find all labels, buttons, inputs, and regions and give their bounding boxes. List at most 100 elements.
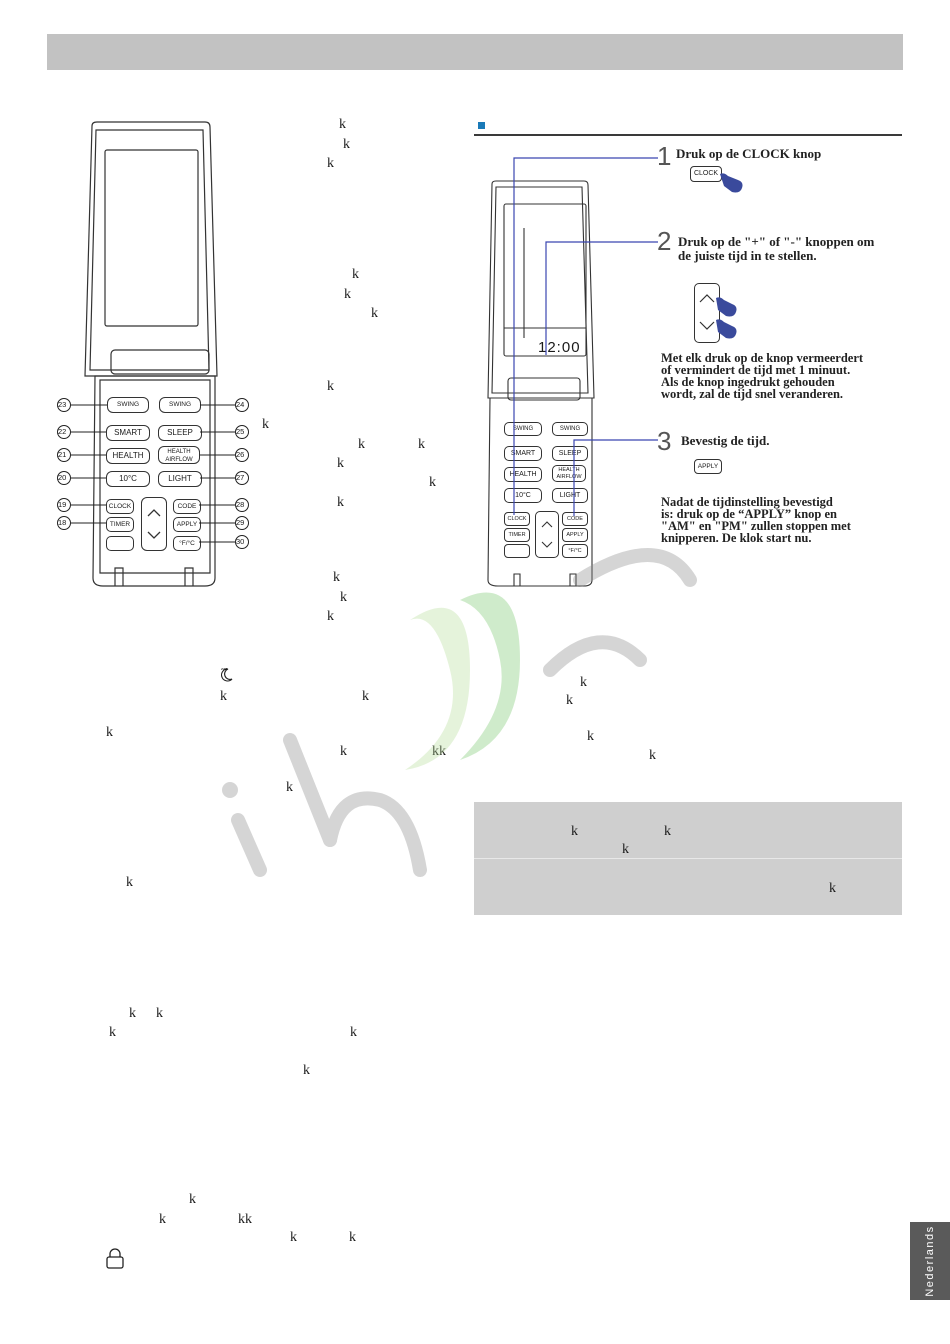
code-button[interactable]: CODE — [173, 499, 201, 514]
smart-button-small[interactable]: SMART — [504, 446, 542, 461]
timer-button-small[interactable]: TIMER — [504, 528, 530, 542]
callout-number: 19 — [58, 500, 67, 509]
lock-key-button-small[interactable] — [504, 544, 530, 558]
svg-text:zzz: zzz — [221, 666, 227, 671]
step-number-2: 2 — [657, 226, 672, 256]
sleep-button-small[interactable]: SLEEP — [552, 446, 588, 461]
callout-number: 26 — [236, 450, 245, 459]
apply-button-small[interactable]: APPLY — [562, 528, 588, 542]
step-2-note-line-3: Als de knop ingedrukt gehouden — [661, 375, 835, 389]
step-1-text: Druk op de CLOCK knop — [676, 146, 822, 161]
plus-minus-keys-illustration — [694, 283, 720, 343]
up-down-arrows-icon — [699, 294, 715, 330]
callout-number: 24 — [236, 400, 245, 409]
glyph: k — [126, 875, 133, 890]
callout-number: 22 — [58, 427, 67, 436]
callout-number: 28 — [236, 500, 245, 509]
glyph: k — [829, 881, 836, 896]
glyph: kk — [238, 1212, 252, 1227]
callout-number: 29 — [236, 518, 245, 527]
section-heading-rule — [474, 134, 902, 136]
remote-control-illustration — [84, 121, 218, 587]
step-2-note-line-2: of vermindert de tijd met 1 minuut. — [661, 363, 851, 377]
step-3-text: Bevestig de tijd. — [681, 433, 770, 448]
callout-number: 23 — [58, 400, 67, 409]
pressing-hand-icon — [720, 173, 743, 193]
glyph: k — [418, 437, 425, 452]
swing-vertical-button[interactable]: SWING — [107, 397, 149, 413]
glyph: k — [649, 748, 656, 763]
header-bar — [47, 34, 903, 70]
display-time: 12:00 — [538, 339, 581, 356]
health-airflow-button[interactable]: HEALTH AIRFLOW — [158, 446, 200, 464]
glyph: k — [262, 417, 269, 432]
glyph: k — [587, 729, 594, 744]
fahrenheit-celsius-button[interactable]: °F/°C — [173, 536, 201, 551]
glyph: k — [358, 437, 365, 452]
step-2-text-line-2: de juiste tijd in te stellen. — [678, 248, 817, 263]
step-3-note-line-3: "AM" en "PM" zullen stoppen met — [661, 519, 851, 533]
glyph: k — [350, 1025, 357, 1040]
watermark-logo — [222, 548, 697, 877]
glyph: k — [362, 689, 369, 704]
glyph: k — [286, 780, 293, 795]
step-number-1: 1 — [657, 141, 672, 171]
pressing-hands-icon — [716, 297, 737, 339]
health-button-small[interactable]: HEALTH — [504, 467, 542, 482]
step-3-note-line-4: knipperen. De klok start nu. — [661, 531, 812, 545]
step-2-note-line-4: wordt, zal de tijd snel veranderen. — [661, 387, 844, 401]
glyph: k — [664, 824, 671, 839]
glyph: k — [349, 1230, 356, 1245]
callout-lines — [513, 157, 658, 516]
swing-horizontal-button-small[interactable]: SWING — [552, 422, 588, 436]
glyph: k — [371, 306, 378, 321]
swing-vertical-button-small[interactable]: SWING — [504, 422, 542, 436]
callout-number: 25 — [236, 427, 245, 436]
glyph: k — [337, 495, 344, 510]
glyph: k — [340, 744, 347, 759]
language-side-tab: Nederlands — [910, 1222, 950, 1300]
fahrenheit-celsius-button-small[interactable]: °F/°C — [562, 544, 588, 558]
info-box-divider — [474, 858, 902, 859]
clock-button-small[interactable]: CLOCK — [504, 512, 530, 526]
glyph: k — [343, 137, 350, 152]
glyph: k — [571, 824, 578, 839]
glyph: k — [352, 267, 359, 282]
callout-number: 27 — [236, 473, 245, 482]
glyph: k — [159, 1212, 166, 1227]
apply-key-illustration: APPLY — [694, 459, 722, 474]
light-button[interactable]: LIGHT — [158, 471, 202, 487]
smart-button[interactable]: SMART — [106, 425, 150, 441]
info-box-2 — [474, 859, 902, 915]
ten-degree-button[interactable]: 10°C — [106, 471, 150, 487]
glyph: k — [344, 287, 351, 302]
glyph: k — [566, 693, 573, 708]
clock-button[interactable]: CLOCK — [106, 499, 134, 514]
health-button[interactable]: HEALTH — [106, 448, 150, 464]
section-bullet — [478, 122, 485, 129]
step-2-note-line-1: Met elk druk op de knop vermeerdert — [661, 351, 864, 365]
up-down-rocker[interactable] — [141, 497, 167, 551]
ten-degree-button-small[interactable]: 10°C — [504, 488, 542, 503]
light-button-small[interactable]: LIGHT — [552, 488, 588, 503]
timer-button[interactable]: TIMER — [106, 517, 134, 532]
glyph: k — [327, 379, 334, 394]
sleep-button[interactable]: SLEEP — [158, 425, 202, 441]
glyph: k — [340, 590, 347, 605]
up-down-rocker-small[interactable] — [535, 511, 559, 558]
glyph: k — [109, 1025, 116, 1040]
code-button-small[interactable]: CODE — [562, 512, 588, 526]
glyph: k — [429, 475, 436, 490]
health-airflow-button-small[interactable]: HEALTH AIRFLOW — [552, 465, 586, 482]
step-number-3: 3 — [657, 426, 672, 456]
sleep-moon-icon: zzz — [221, 666, 233, 682]
lock-key-button[interactable] — [106, 536, 134, 551]
glyph: k — [580, 675, 587, 690]
step-2-text-line-1: Druk op de "+" of "-" knoppen om — [678, 234, 875, 249]
apply-button[interactable]: APPLY — [173, 517, 201, 532]
up-down-arrows-icon — [541, 521, 553, 548]
glyph: k — [189, 1192, 196, 1207]
glyph: k — [622, 842, 629, 857]
glyph: k — [333, 570, 340, 585]
callout-number: 18 — [58, 518, 67, 527]
